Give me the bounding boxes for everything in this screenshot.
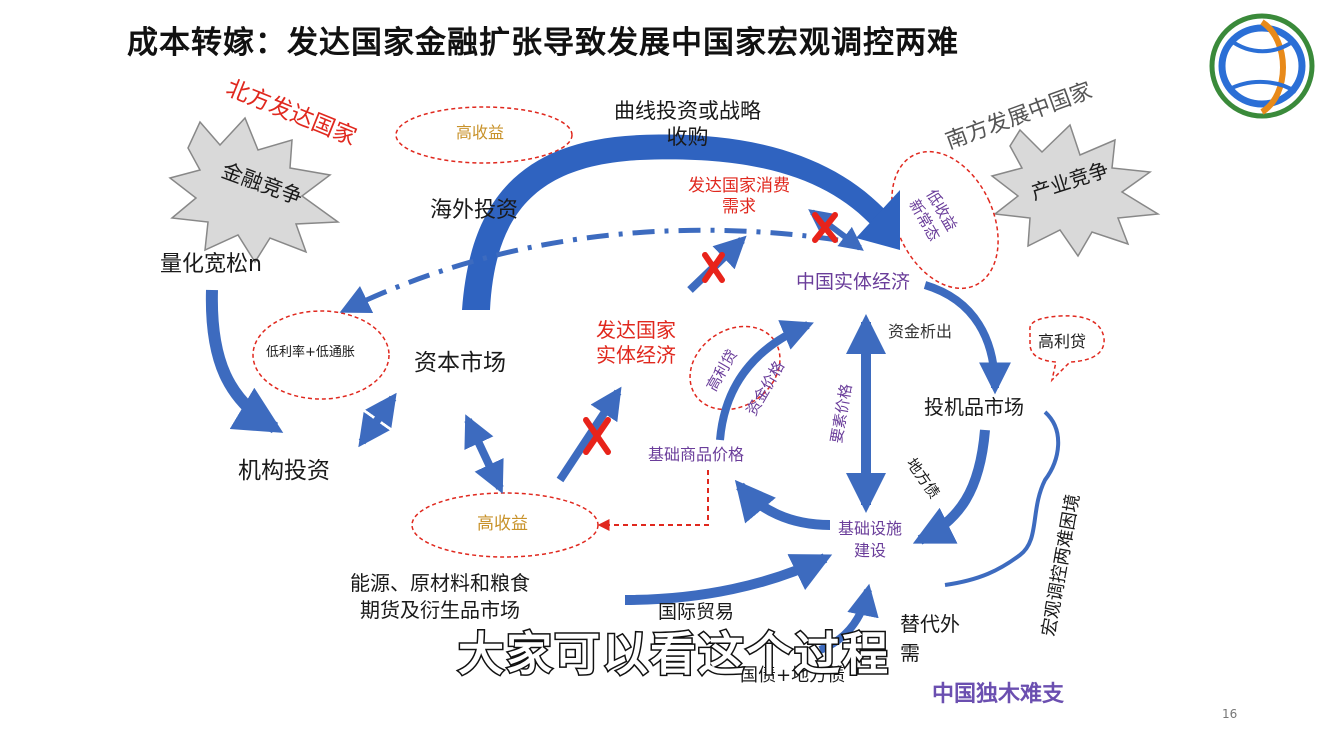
international-trade-label: 国际贸易 — [658, 601, 735, 623]
substitute-demand-label: 替代外 需 — [900, 612, 960, 665]
high-loan-right-bubble — [1029, 315, 1105, 383]
blocked-x-mark-2 — [812, 212, 838, 243]
capital-outflow-arrow — [923, 281, 1011, 395]
speculative-market-label: 投机品市场 — [924, 395, 1024, 419]
high-return-top-label: 高收益 — [456, 123, 505, 142]
dilemma-brace — [944, 410, 1061, 587]
bonds-arrow — [818, 583, 879, 654]
china-real-economy-label: 中国实体经济 — [796, 271, 911, 293]
capital-highreturn-arrow — [464, 414, 504, 494]
capital-market-label: 资本市场 — [414, 350, 506, 376]
high-interest-loan-right-label: 高利贷 — [1038, 332, 1087, 351]
low-return-ellipse — [891, 150, 999, 290]
intl-trade-arrow — [624, 553, 833, 605]
financial-competition-burst — [168, 116, 341, 264]
commodity-highreturn-dashed — [597, 470, 709, 531]
quantitative-easing-label: 量化宽松n — [160, 252, 262, 277]
developed-real-economy-label: 发达国家 实体经济 — [596, 318, 676, 367]
slide-title: 成本转嫁：发达国家金融扩张导致发展中国家宏观调控两难 — [127, 25, 959, 61]
local-debt-arrow — [912, 429, 990, 545]
commodity-prices-label: 基础商品价格 — [648, 445, 745, 464]
infrastructure-label: 基础设施 建设 — [838, 519, 903, 561]
to-developed-economy-arrow — [556, 386, 622, 483]
qe-to-institution-arrow — [205, 289, 284, 434]
developed-consumer-demand-label: 发达国家消费 需求 — [688, 176, 790, 218]
blocked-x-mark-3 — [583, 417, 611, 455]
overseas-investment-label: 海外投资 — [430, 198, 519, 223]
bonds-label: 国债+地方债 — [740, 665, 846, 686]
capital-price-arrow — [716, 320, 814, 441]
low-rate-ellipse — [252, 310, 390, 400]
low-rate-label: 低利率+低通胀 — [266, 345, 355, 360]
page-number: 16 — [1222, 707, 1238, 721]
globe-logo-icon — [1209, 13, 1315, 119]
capital-outflow-label: 资金析出 — [888, 322, 953, 341]
industrial-competition-burst — [990, 123, 1161, 258]
high-return-top-ellipse — [395, 106, 573, 164]
blocked-x-mark-1 — [702, 252, 725, 283]
high-return-bottom-label: 高收益 — [477, 514, 528, 534]
curve-investment-label: 曲线投资或战略 收购 — [614, 99, 761, 150]
institution-capital-arrow — [358, 392, 397, 448]
china-alone-label: 中国独木难支 — [932, 682, 1065, 707]
curve-investment-arrowhead — [856, 190, 900, 250]
infra-to-commodity-arrow — [734, 479, 831, 530]
energy-futures-label: 能源、原材料和粮食 期货及衍生品市场 — [350, 571, 530, 622]
video-subtitle: 大家可以看这个过程 — [457, 626, 890, 683]
institutional-investment-label: 机构投资 — [238, 458, 330, 484]
dashdot-return-arrow — [339, 227, 839, 314]
